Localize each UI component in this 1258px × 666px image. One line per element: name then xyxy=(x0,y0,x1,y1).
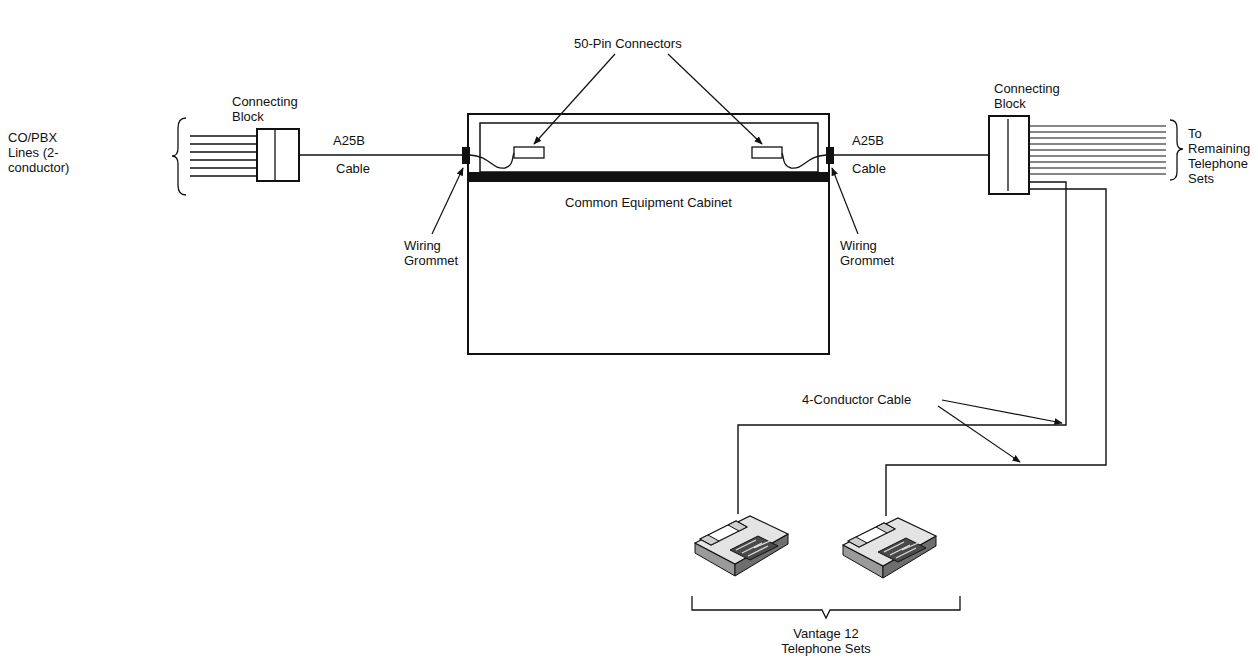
callout-label: Wiring Grommet xyxy=(404,238,468,268)
bracket xyxy=(172,118,186,195)
station-line xyxy=(1030,143,1166,144)
co-line xyxy=(190,159,256,160)
telephone-set xyxy=(695,516,788,576)
block-terminal-strip xyxy=(274,130,275,180)
bracket xyxy=(692,596,960,618)
callout-label: A25B xyxy=(852,133,912,148)
four-conductor-cable xyxy=(738,182,1066,514)
callout-label: Cable xyxy=(336,161,396,176)
cabinet-rail xyxy=(469,172,828,182)
station-line xyxy=(1030,131,1166,132)
connector-50-pin xyxy=(752,147,782,158)
cabinet-panel xyxy=(480,123,818,172)
a25b-cable xyxy=(300,154,467,156)
cable-loop xyxy=(782,153,826,168)
station-lines xyxy=(1030,126,1166,174)
station-line xyxy=(1030,149,1166,150)
callout-label: A25B xyxy=(333,133,393,148)
a25b-cable xyxy=(830,154,988,156)
station-line xyxy=(1030,167,1166,168)
connecting-block: Connecting Block xyxy=(988,115,1030,195)
equipment-cabinet: Common Equipment Cabinet xyxy=(467,113,830,355)
block-terminal-strip xyxy=(1007,119,1008,191)
leader-line xyxy=(832,168,858,234)
station-line xyxy=(1030,125,1166,126)
leader-line xyxy=(668,54,762,144)
four-conductor-cable xyxy=(886,189,1106,516)
station-line xyxy=(1030,155,1166,156)
station-line xyxy=(1030,137,1166,138)
line-pairs xyxy=(190,136,256,176)
block-heading: Connecting Block xyxy=(994,81,1072,111)
callout-label: CO/PBX Lines (2-conductor) xyxy=(8,130,90,175)
cable-loop xyxy=(470,153,514,168)
connector-50-pin xyxy=(514,147,544,158)
leader-line xyxy=(942,400,1062,423)
block-heading: Connecting Block xyxy=(232,94,310,124)
cabinet-label: Common Equipment Cabinet xyxy=(479,195,818,210)
callout-label: Wiring Grommet xyxy=(840,238,904,268)
callout-label: To Remaining Telephone Sets xyxy=(1188,126,1254,186)
telephone-set xyxy=(843,518,936,578)
co-line xyxy=(190,167,256,168)
bracket xyxy=(1170,120,1183,180)
co-line xyxy=(190,175,256,176)
connecting-block: Connecting Block xyxy=(256,128,300,182)
station-line xyxy=(1030,161,1166,162)
co-line xyxy=(190,151,256,152)
callout-label: Vantage 12 Telephone Sets xyxy=(776,626,876,656)
co-line xyxy=(190,143,256,144)
leader-line xyxy=(534,54,615,144)
callout-label: 50-Pin Connectors xyxy=(574,36,724,51)
callout-label: Cable xyxy=(852,161,912,176)
leader-line xyxy=(938,406,1020,462)
station-line xyxy=(1030,173,1166,174)
callout-label: 4-Conductor Cable xyxy=(802,392,942,407)
co-line xyxy=(190,135,256,136)
leader-line xyxy=(432,168,463,234)
